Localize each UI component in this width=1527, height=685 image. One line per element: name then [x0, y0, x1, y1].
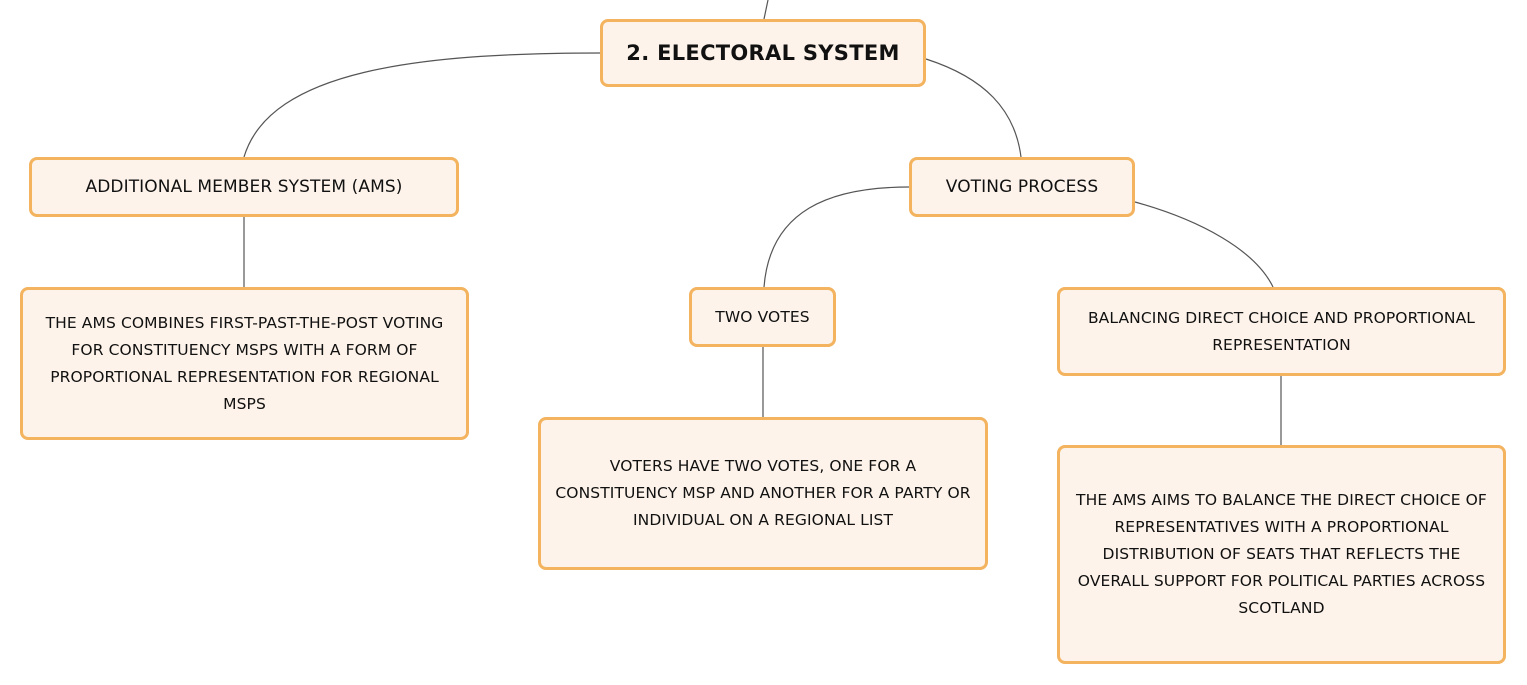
connector-voting-process-to-balancing	[1134, 201, 1274, 288]
balancing-node-label: BALANCING DIRECT CHOICE AND PROPORTIONAL…	[1087, 308, 1476, 354]
voting-process-node[interactable]: VOTING PROCESS	[909, 157, 1135, 217]
ams-description-text: THE AMS COMBINES FIRST-PAST-THE-POST VOT…	[45, 313, 444, 413]
connector-voting-process-to-two-votes	[763, 186, 910, 288]
connector-root-to-voting-process	[925, 58, 1022, 158]
balancing-description-node[interactable]: THE AMS AIMS TO BALANCE THE DIRECT CHOIC…	[1057, 445, 1506, 664]
root-node-label: 2. ELECTORAL SYSTEM	[626, 40, 900, 65]
ams-description-node[interactable]: THE AMS COMBINES FIRST-PAST-THE-POST VOT…	[20, 287, 469, 440]
two-votes-description-node[interactable]: VOTERS HAVE TWO VOTES, ONE FOR A CONSTIT…	[538, 417, 988, 570]
ams-node-label: ADDITIONAL MEMBER SYSTEM (AMS)	[85, 176, 403, 197]
connector-root-to-ams	[243, 52, 601, 158]
balancing-description-text: THE AMS AIMS TO BALANCE THE DIRECT CHOIC…	[1076, 491, 1487, 617]
ams-node[interactable]: ADDITIONAL MEMBER SYSTEM (AMS)	[29, 157, 459, 217]
balancing-node[interactable]: BALANCING DIRECT CHOICE AND PROPORTIONAL…	[1057, 287, 1506, 376]
two-votes-node[interactable]: TWO VOTES	[689, 287, 836, 347]
connector-parent-to-root	[763, 0, 769, 20]
voting-process-node-label: VOTING PROCESS	[945, 176, 1099, 197]
root-node[interactable]: 2. ELECTORAL SYSTEM	[600, 19, 926, 87]
two-votes-description-text: VOTERS HAVE TWO VOTES, ONE FOR A CONSTIT…	[555, 457, 971, 529]
two-votes-node-label: TWO VOTES	[715, 307, 810, 326]
